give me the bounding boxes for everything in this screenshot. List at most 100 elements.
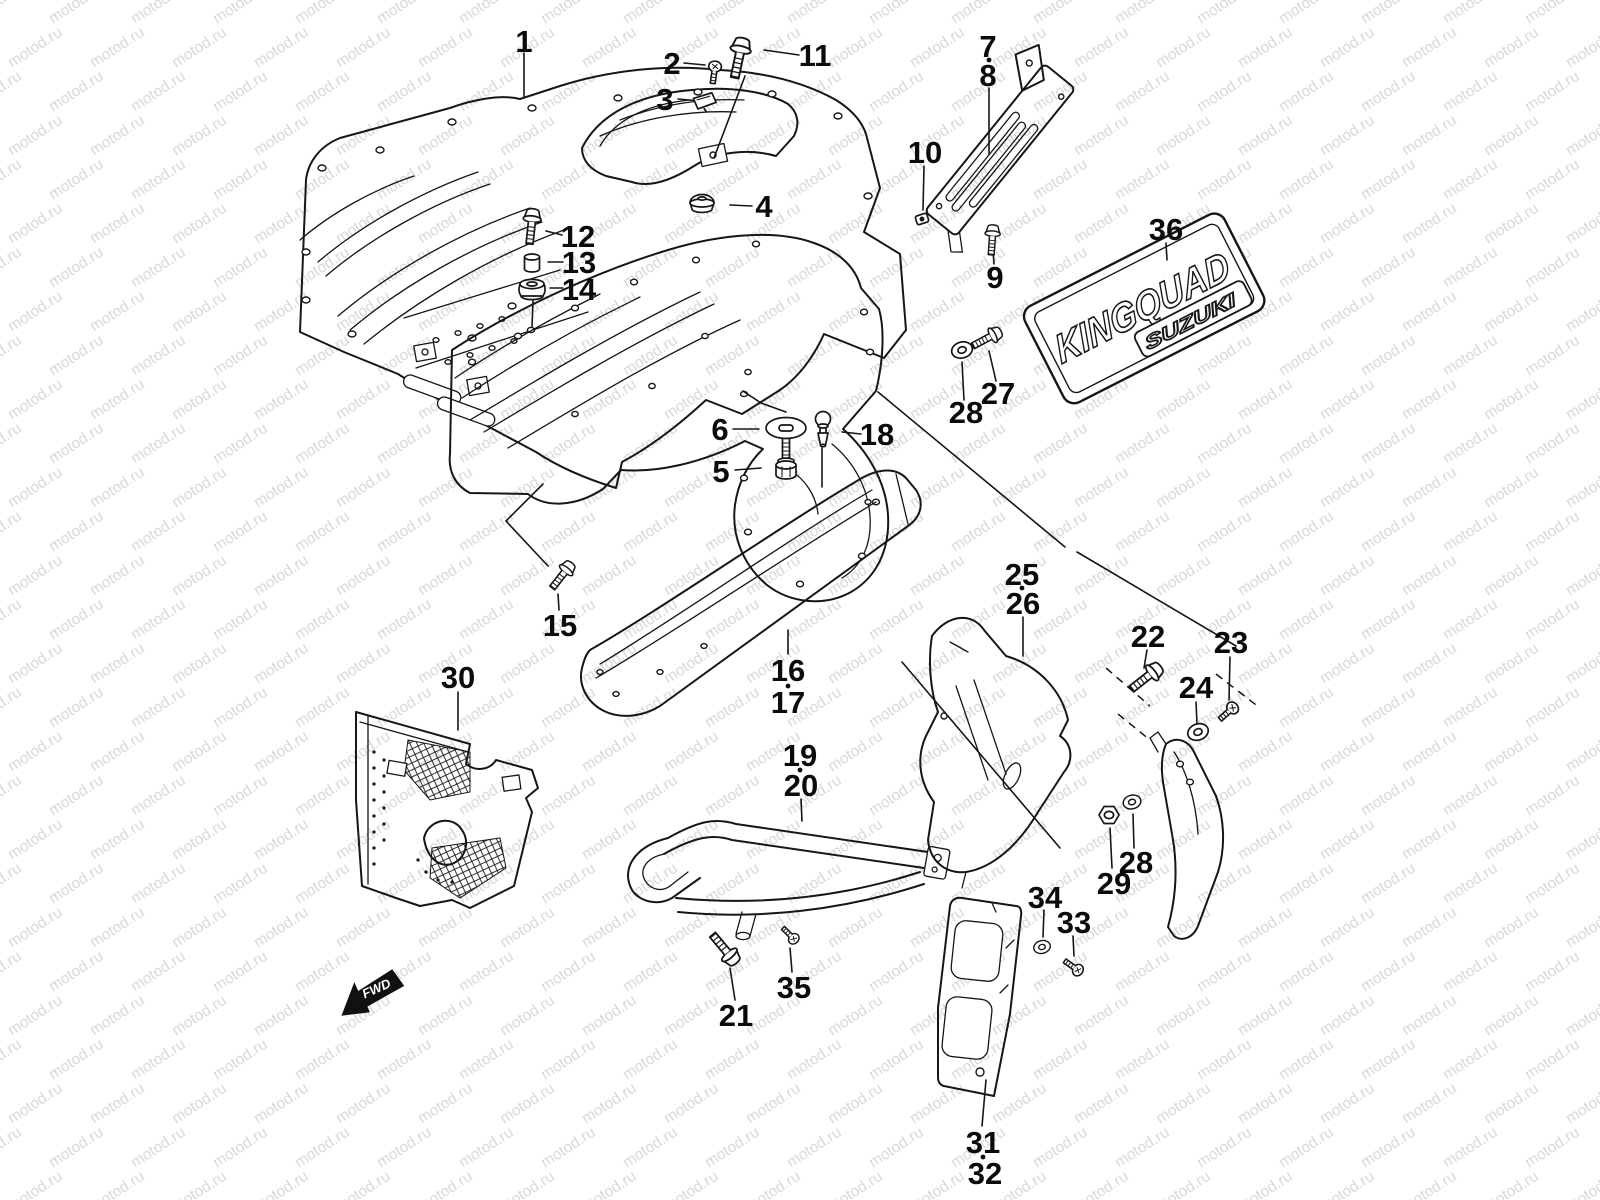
watermark-text: motod.ru [128,772,189,820]
watermark-text: motod.ru [784,508,845,556]
watermark-text: motod.ru [702,772,763,820]
watermark-text: motod.ru [620,244,681,292]
watermark-text: motod.ru [128,156,189,204]
watermark-text: motod.ru [1317,464,1378,512]
watermark-text: motod.ru [579,376,640,424]
watermark-text: motod.ru [374,1036,435,1084]
watermark-text: motod.ru [661,816,722,864]
part-label-5: 5 [712,454,729,489]
watermark-text: motod.ru [1399,728,1460,776]
watermark-text: motod.ru [1276,860,1337,908]
watermark-text: motod.ru [907,1168,968,1200]
watermark-text: motod.ru [292,1036,353,1084]
watermark-text: motod.ru [1276,156,1337,204]
watermark-text: motod.ru [497,112,558,160]
watermark-text: motod.ru [333,640,394,688]
clip-3 [692,91,718,113]
watermark-text: motod.ru [1522,684,1583,732]
watermark-text: motod.ru [497,1080,558,1128]
watermark-text: motod.ru [784,1036,845,1084]
watermark-text: motod.ru [0,772,24,820]
bolt-5-washer-6 [765,416,807,480]
watermark-text: motod.ru [661,992,722,1040]
part-label-20: 20 [784,768,818,803]
watermark-text: motod.ru [743,552,804,600]
watermark-text: motod.ru [661,1080,722,1128]
watermark-text: motod.ru [989,992,1050,1040]
watermark-text: motod.ru [292,420,353,468]
watermark-text: motod.ru [989,200,1050,248]
watermark-text: motod.ru [128,508,189,556]
watermark-text: motod.ru [784,244,845,292]
watermark-text: motod.ru [1358,948,1419,996]
cushion-14 [518,278,546,301]
watermark-text: motod.ru [1399,552,1460,600]
watermark-text: motod.ru [1481,552,1542,600]
watermark-text: motod.ru [1112,948,1173,996]
watermark-text: motod.ru [620,332,681,380]
watermark-text: motod.ru [374,1124,435,1172]
watermark-text: motod.ru [415,464,476,512]
watermark-text: motod.ru [210,68,271,116]
watermark-text: motod.ru [620,1036,681,1084]
watermark-text: motod.ru [661,728,722,776]
watermark-text: motod.ru [128,68,189,116]
watermark-text: motod.ru [1563,816,1600,864]
watermark-text: motod.ru [1235,376,1296,424]
watermark-text: motod.ru [1522,332,1583,380]
watermark-text: motod.ru [497,904,558,952]
watermark-text: motod.ru [1358,244,1419,292]
watermark-text: motod.ru [1399,1080,1460,1128]
part-label-16: 16 [771,653,805,688]
watermark-text: motod.ru [46,420,107,468]
watermark-text: motod.ru [702,0,763,27]
watermark-text: motod.ru [1522,420,1583,468]
watermark-text: motod.ru [497,640,558,688]
watermark-text: motod.ru [1030,508,1091,556]
part-label-19: 19 [783,738,817,773]
watermark-text: motod.ru [948,772,1009,820]
watermark-text: motod.ru [169,112,230,160]
watermark-text: motod.ru [1481,1080,1542,1128]
watermark-text: motod.ru [169,552,230,600]
side-panel-25-26 [919,616,1072,889]
watermark-text: motod.ru [1235,1080,1296,1128]
watermark-text: motod.ru [1440,1036,1501,1084]
watermark-text: motod.ru [456,420,517,468]
watermark-text: motod.ru [46,772,107,820]
watermark-text: motod.ru [1563,376,1600,424]
watermark-text: motod.ru [169,200,230,248]
watermark-text: motod.ru [1399,376,1460,424]
watermark-text: motod.ru [251,1168,312,1200]
watermark-text: motod.ru [825,640,886,688]
watermark-text: motod.ru [210,1036,271,1084]
watermark-text: motod.ru [1522,68,1583,116]
watermark-text: motod.ru [1563,904,1600,952]
watermark-text: motod.ru [0,860,24,908]
watermark-text: motod.ru [620,684,681,732]
cap-4 [689,193,715,214]
watermark-text: motod.ru [1358,156,1419,204]
watermark-text: motod.ru [579,1168,640,1200]
watermark-text: motod.ru [1112,68,1173,116]
part-label-7: 7 [979,29,996,64]
watermark-text: motod.ru [743,376,804,424]
watermark-text: motod.ru [1522,244,1583,292]
watermark-text: motod.ru [907,728,968,776]
part-label-11: 11 [799,38,832,73]
part-label-28: 28 [949,395,983,430]
watermark-text: motod.ru [0,332,24,380]
watermark-text: motod.ru [1235,200,1296,248]
watermark-text: motod.ru [1276,684,1337,732]
label-separator-dot [1019,585,1025,591]
watermark-text: motod.ru [1112,1124,1173,1172]
watermark-text: motod.ru [1481,376,1542,424]
watermark-text: motod.ru [46,1124,107,1172]
watermark-text: motod.ru [333,728,394,776]
watermark-text: motod.ru [538,156,599,204]
watermark-text: motod.ru [210,332,271,380]
watermark-text: motod.ru [46,1036,107,1084]
watermark-text: motod.ru [1071,24,1132,72]
screw-2 [705,59,723,86]
watermark-text: motod.ru [948,68,1009,116]
